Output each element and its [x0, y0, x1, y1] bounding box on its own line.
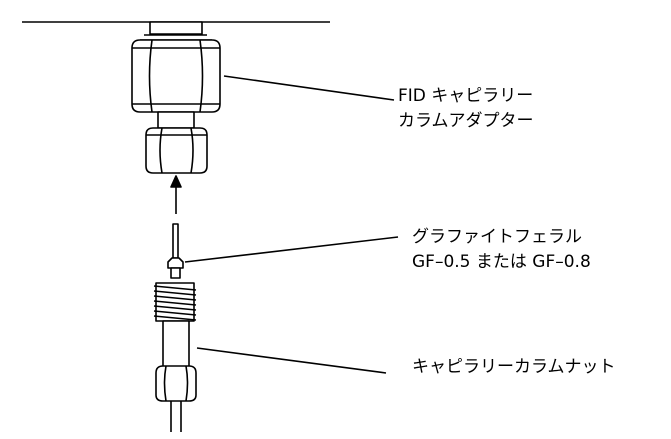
label-ferrule-line2: GF–0.5 または GF–0.8	[412, 252, 591, 272]
label-ferrule-line1: グラファイトフェラル	[412, 227, 582, 247]
graphite-ferrule	[167, 257, 184, 279]
label-ferrule: グラファイトフェラル GF–0.5 または GF–0.8	[412, 225, 591, 275]
capillary-tip	[172, 223, 179, 259]
adapter-top-stub	[140, 21, 212, 41]
leader-line-adapter	[223, 75, 395, 101]
label-fid-adapter-line1: FID キャピラリー	[398, 86, 534, 106]
nut-body	[162, 320, 190, 368]
label-fid-adapter: FID キャピラリー カラムアダプター	[398, 84, 534, 134]
leader-line-ferrule	[184, 236, 399, 263]
insertion-arrow	[170, 175, 182, 214]
adapter-lower-nut	[145, 127, 208, 174]
leader-line-nut	[196, 347, 387, 374]
nut-hex	[155, 365, 197, 402]
label-column-nut: キャピラリーカラムナット	[412, 355, 616, 380]
nut-threads	[153, 282, 197, 322]
capillary-column	[170, 401, 182, 432]
adapter-neck	[157, 111, 195, 129]
adapter-hex-body	[131, 39, 221, 113]
label-column-nut-line1: キャピラリーカラムナット	[412, 357, 616, 377]
label-fid-adapter-line2: カラムアダプター	[398, 111, 534, 131]
